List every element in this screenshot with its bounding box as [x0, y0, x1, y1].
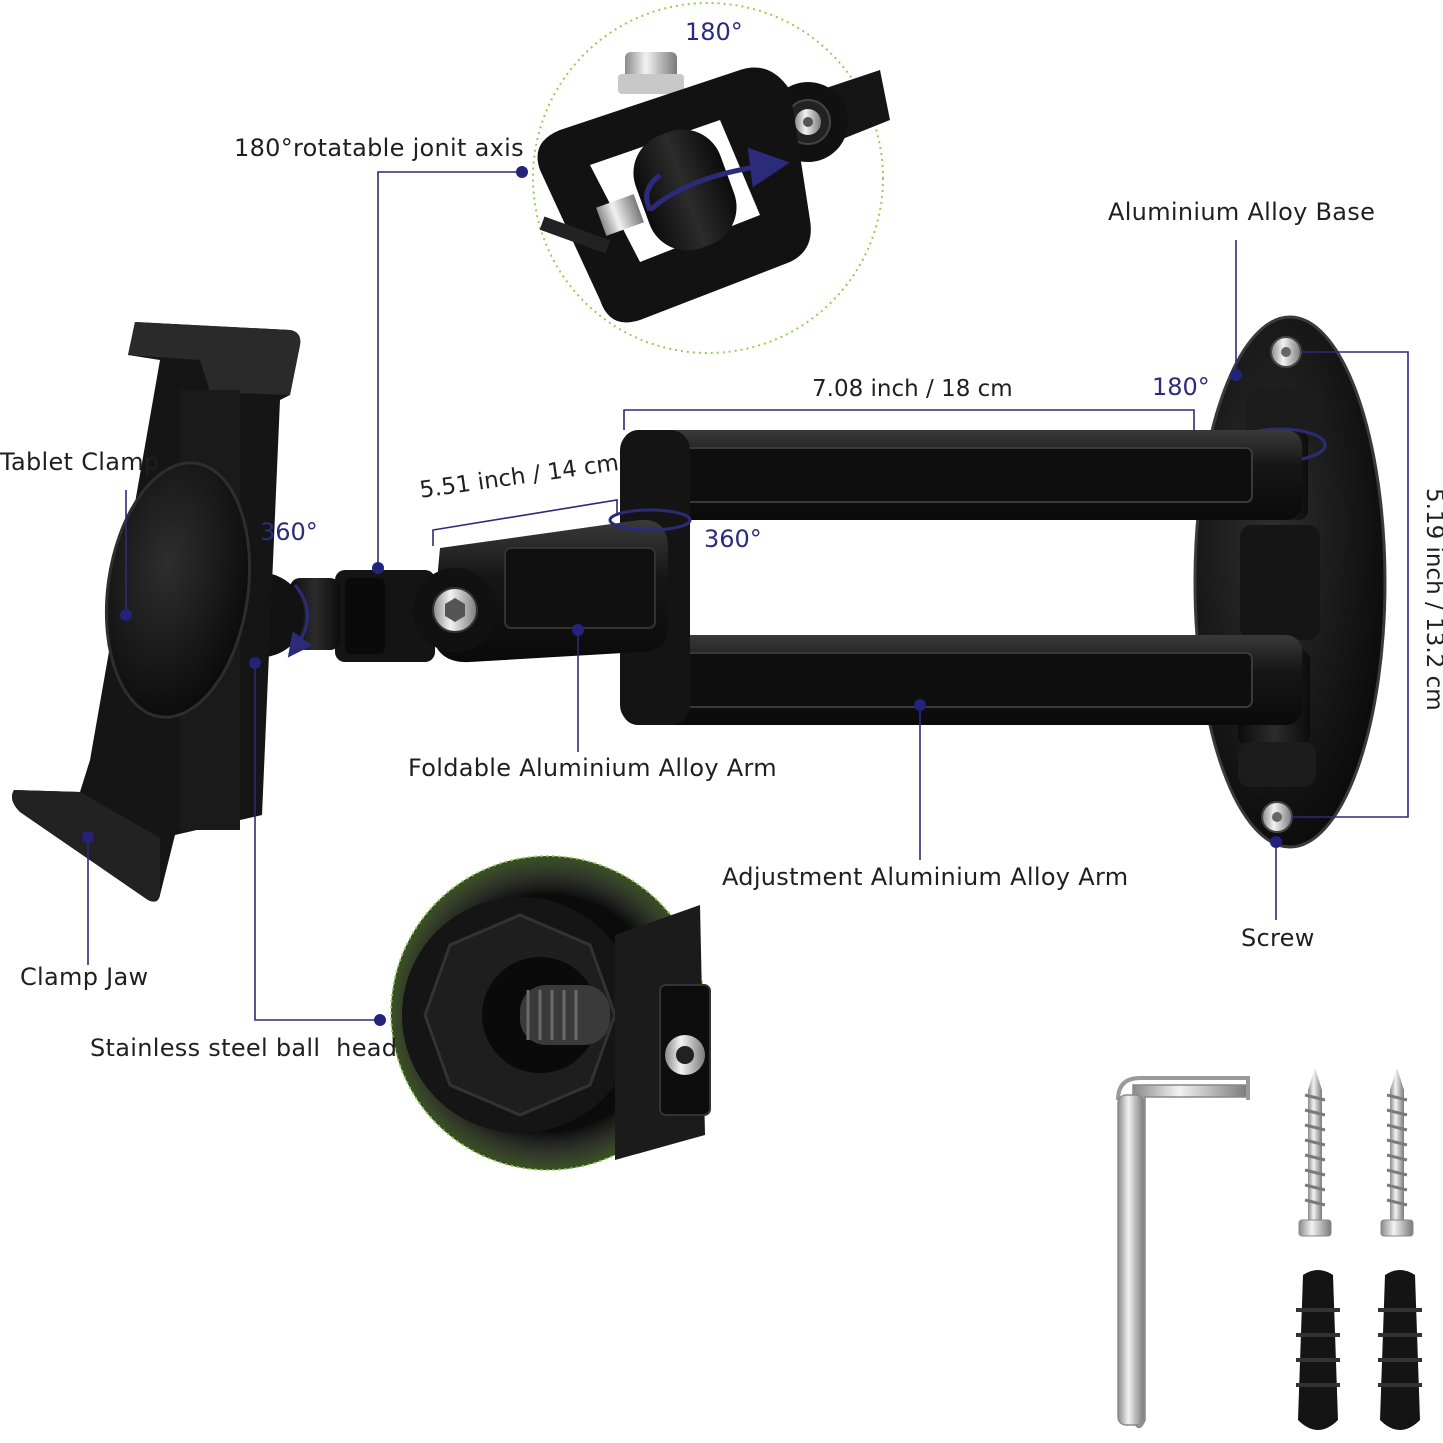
wall-anchor-icon [1378, 1270, 1422, 1430]
tablet-clamp-label: Tablet Clamp [0, 448, 160, 476]
clamp-jaw-label: Clamp Jaw [20, 963, 149, 991]
clamp-degree: 360° [260, 518, 318, 546]
arm-joint-degree: 360° [704, 525, 762, 553]
leader-lines [87, 171, 1409, 1021]
wall-anchor-icon [1296, 1270, 1340, 1430]
joint-axis-text: rotatable jonit axis [293, 134, 524, 162]
screw-label: Screw [1241, 924, 1315, 952]
wood-screw-icon [1298, 1068, 1332, 1237]
wood-screw-icon [1380, 1068, 1414, 1237]
joint-axis-degree: 180° [234, 134, 294, 162]
hex-key-icon [1116, 1076, 1250, 1429]
ball-head-lock-detail-icon [390, 855, 711, 1171]
leader-dots [82, 166, 1282, 1026]
aluminium-alloy-base-icon [1193, 315, 1387, 849]
foldable-arm-label: Foldable Aluminium Alloy Arm [408, 754, 777, 782]
base-height-dimension: 5.19 inch / 13.2 cm [1421, 488, 1443, 711]
joint-axis-label: 180°rotatable jonit axis [234, 134, 524, 162]
base-label: Aluminium Alloy Base [1108, 198, 1376, 226]
joint-axis-detail-icon [532, 2, 890, 354]
base-degree: 180° [1152, 373, 1210, 401]
adjustment-arm-label: Adjustment Aluminium Alloy Arm [722, 863, 1129, 891]
long-arm-dimension: 7.08 inch / 18 cm [812, 376, 1013, 402]
tablet-clamp-icon [12, 322, 301, 902]
ball-head-label: Stainless steel ball head [90, 1034, 398, 1062]
joint-detail-degree: 180° [685, 18, 743, 46]
